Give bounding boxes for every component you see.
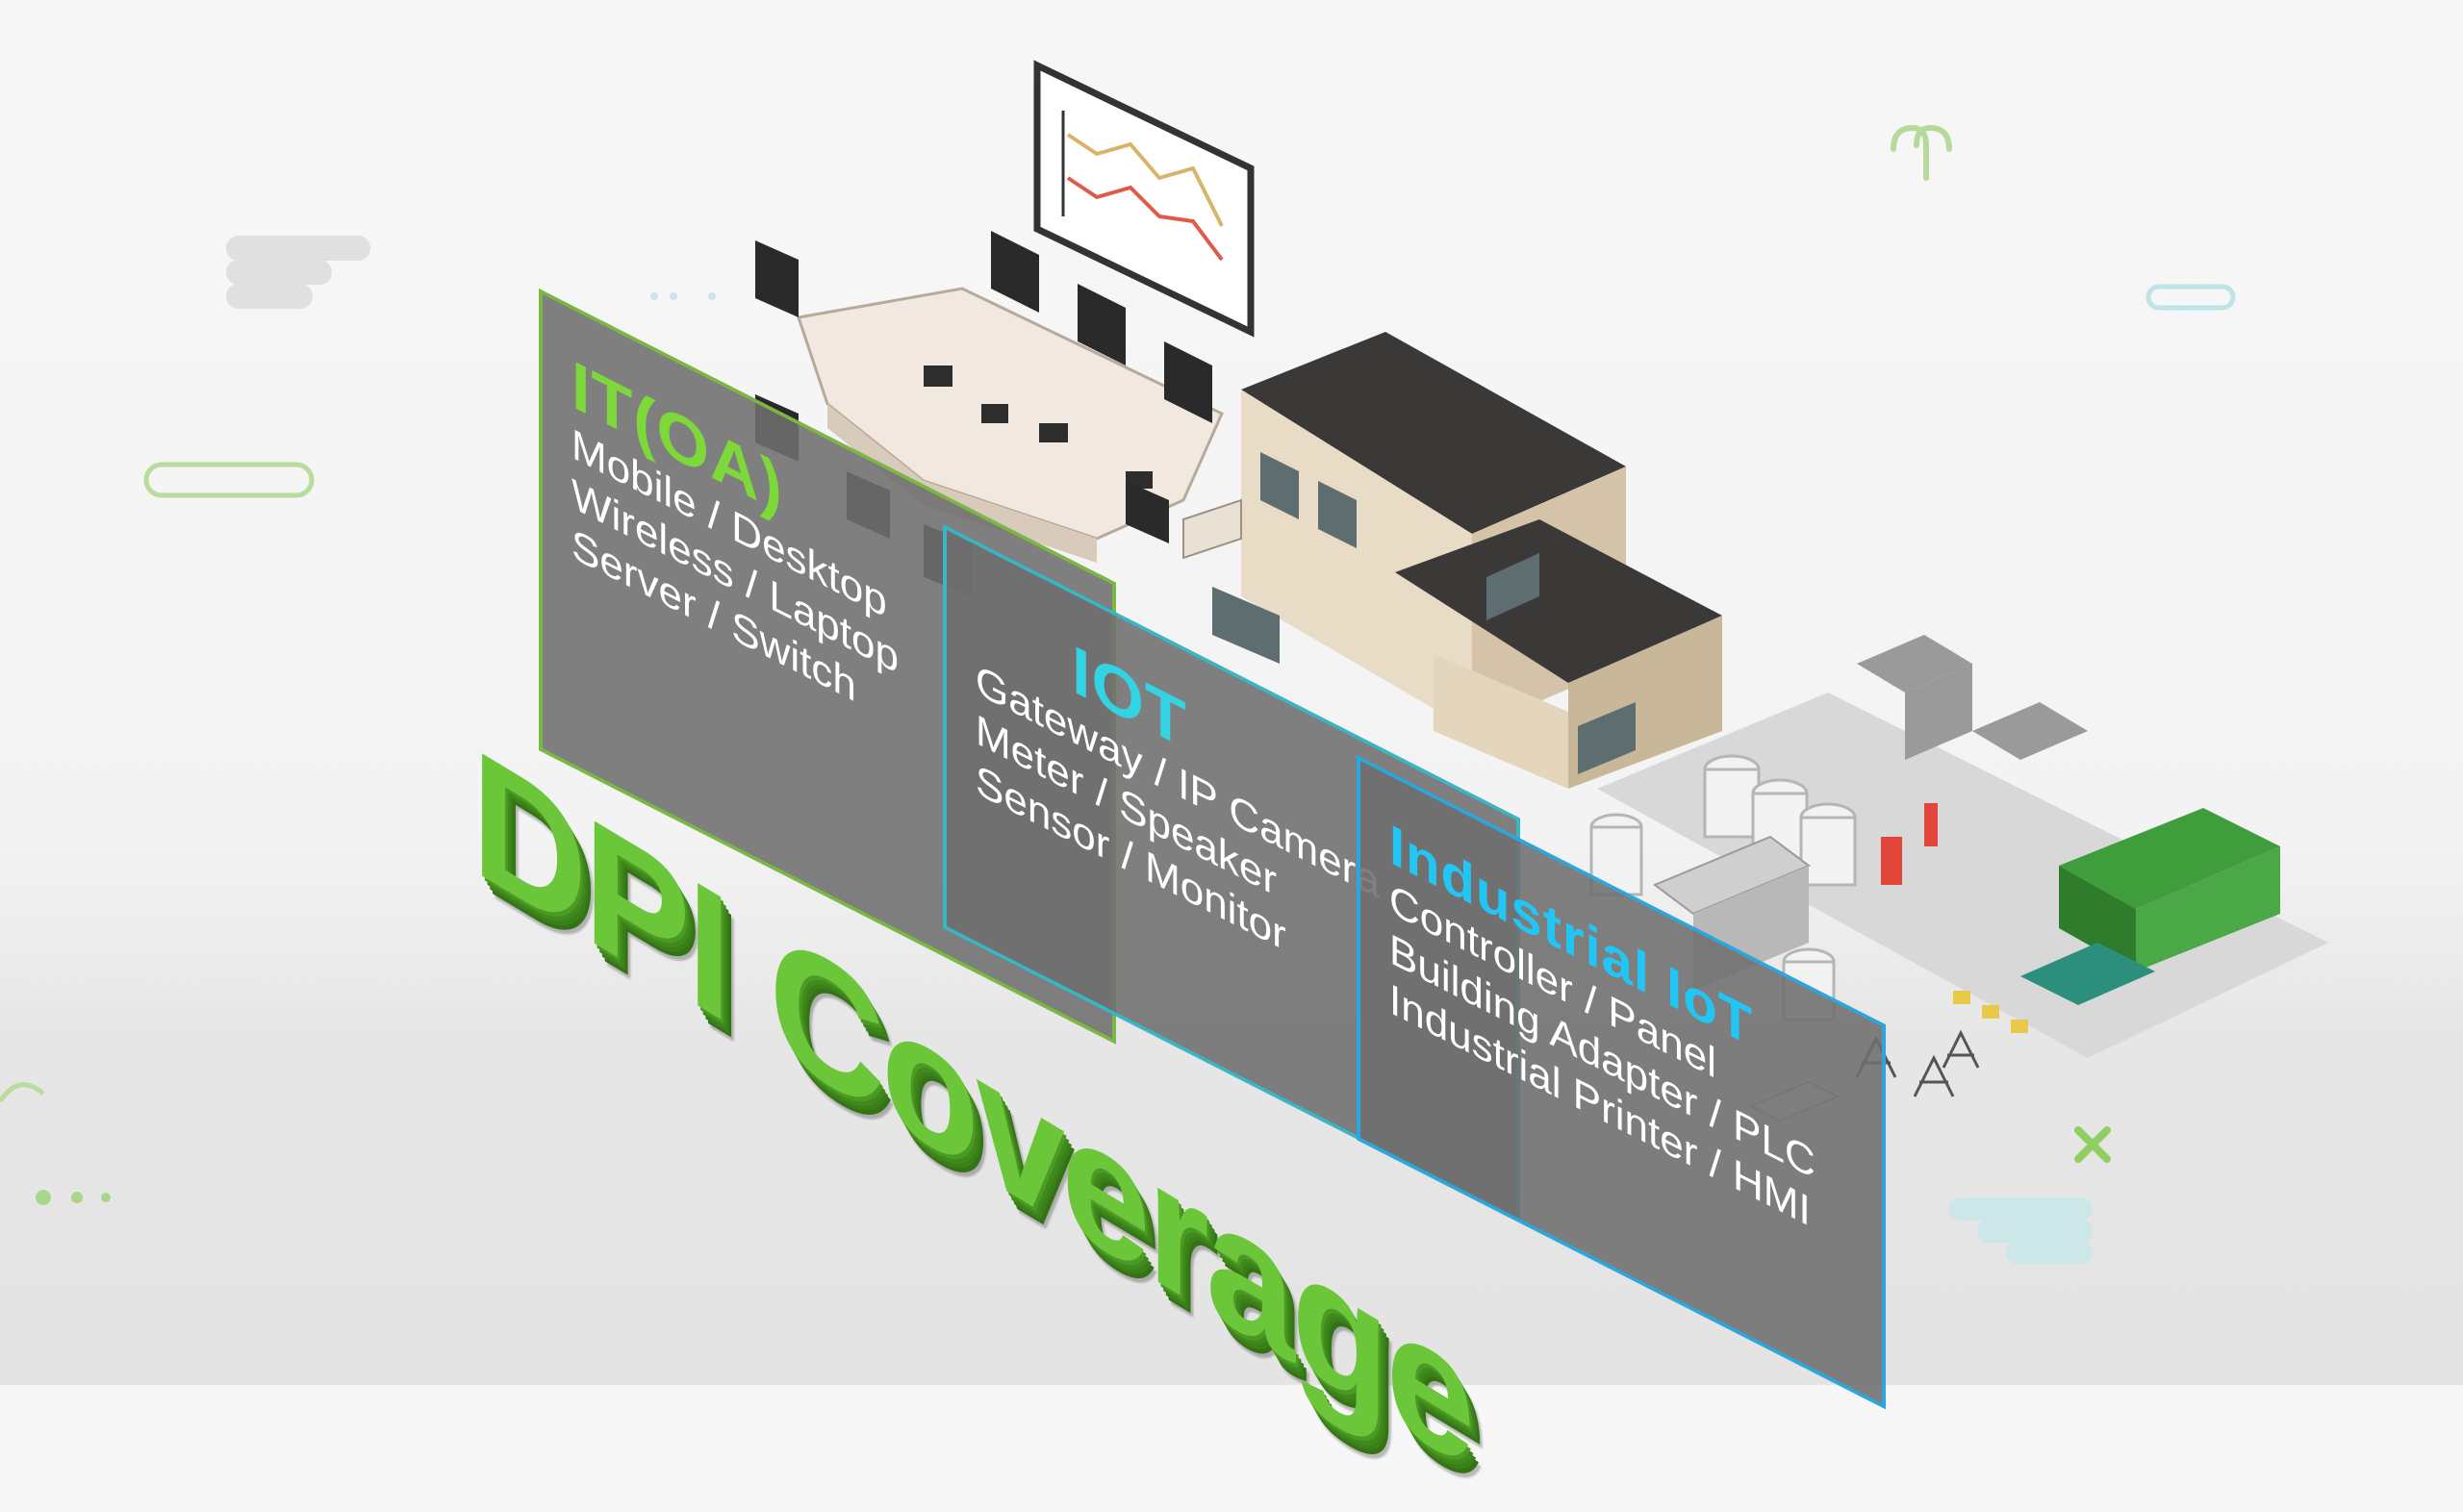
aries-symbol-icon <box>1891 124 1952 181</box>
pill-shape-green <box>143 462 315 498</box>
cloud-shape-teal <box>1948 1197 2093 1264</box>
presentation-chart-board <box>1033 60 1255 338</box>
pill-shape-teal <box>2146 284 2236 311</box>
arc-shape <box>0 1082 45 1103</box>
dots-decoration-top <box>650 292 716 300</box>
isometric-illustration <box>755 60 2328 1122</box>
background-decorations <box>0 124 2236 1264</box>
conference-table <box>797 287 1224 563</box>
dots-decoration <box>36 1190 111 1205</box>
infographic-scene: IT(OA) Mobile / Desktop Wireless / Lapto… <box>0 60 2328 1509</box>
cross-icon <box>2074 1126 2111 1163</box>
cloud-shape-gray <box>226 236 370 309</box>
office-building <box>1182 332 1722 789</box>
